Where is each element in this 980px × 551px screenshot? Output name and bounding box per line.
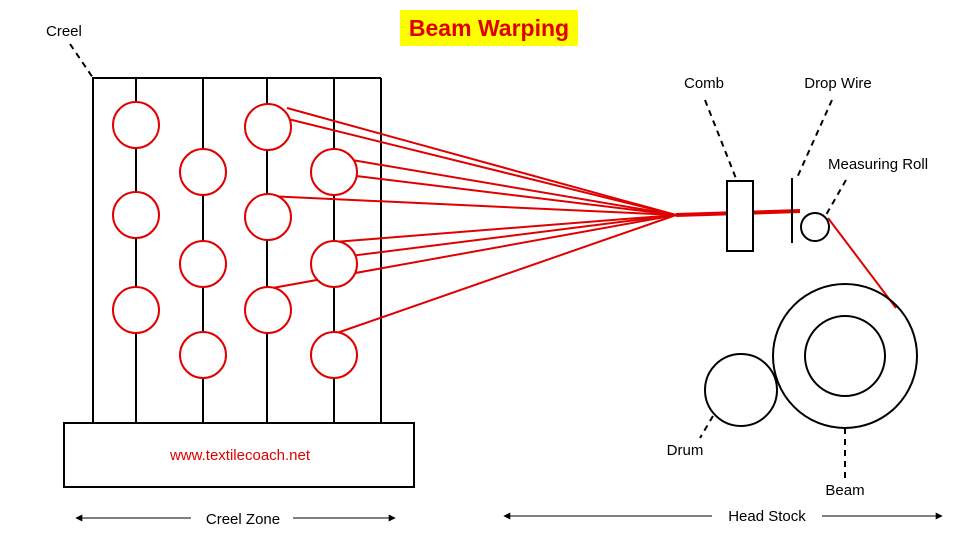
yarn-thread — [279, 116, 677, 216]
yarn-package — [112, 101, 160, 149]
yarn-package — [179, 331, 227, 379]
comb — [726, 180, 754, 252]
yarn-thread — [351, 159, 677, 216]
yarn-thread — [286, 107, 677, 216]
website-text: www.textilecoach.net — [169, 447, 311, 464]
measuring-roll-label: Measuring Roll — [828, 156, 928, 173]
yarn-thread — [333, 214, 677, 335]
drum — [704, 353, 778, 427]
drum-leader — [699, 415, 714, 439]
yarn-package — [310, 240, 358, 288]
creel-label: Creel — [46, 23, 82, 40]
drop-wire-leader — [795, 99, 833, 181]
yarn-package — [244, 103, 292, 151]
beam-inner — [804, 315, 886, 397]
yarn-package — [112, 191, 160, 239]
measuring-roll-leader — [825, 179, 847, 216]
yarn-package — [244, 286, 292, 334]
yarn-to-beam — [827, 217, 897, 309]
head-stock-label: Head Stock — [728, 508, 806, 525]
yarn-thread — [333, 214, 677, 243]
yarn-thread — [266, 195, 677, 216]
creel-zone-label: Creel Zone — [206, 511, 280, 528]
head-stock-indicator: Head Stock — [503, 508, 943, 525]
yarn-package — [179, 148, 227, 196]
yarn-sheet — [675, 209, 897, 309]
measuring-roll — [800, 212, 830, 242]
creel-frame: www.textilecoach.net — [63, 77, 415, 488]
yarn-thread — [339, 173, 677, 216]
yarn-package — [310, 148, 358, 196]
yarn-package — [179, 240, 227, 288]
creel-zone-indicator: Creel Zone — [75, 511, 396, 528]
drum-label: Drum — [667, 442, 704, 459]
creel-base — [63, 422, 415, 488]
yarn-packages — [112, 101, 358, 379]
comb-label: Comb — [684, 75, 724, 92]
beam-outer — [772, 283, 918, 429]
drop-wire-label: Drop Wire — [804, 75, 872, 92]
title-highlight — [400, 10, 578, 46]
yarn-thread — [349, 214, 677, 257]
yarn-threads — [266, 107, 677, 335]
diagram-title: Beam Warping — [409, 15, 569, 41]
creel-leader — [69, 43, 94, 79]
yarn-package — [244, 193, 292, 241]
yarn-package — [112, 286, 160, 334]
title-group: Beam Warping — [400, 10, 578, 46]
yarn-package — [310, 331, 358, 379]
comb-leader — [704, 99, 738, 182]
beam-label: Beam — [825, 482, 864, 499]
